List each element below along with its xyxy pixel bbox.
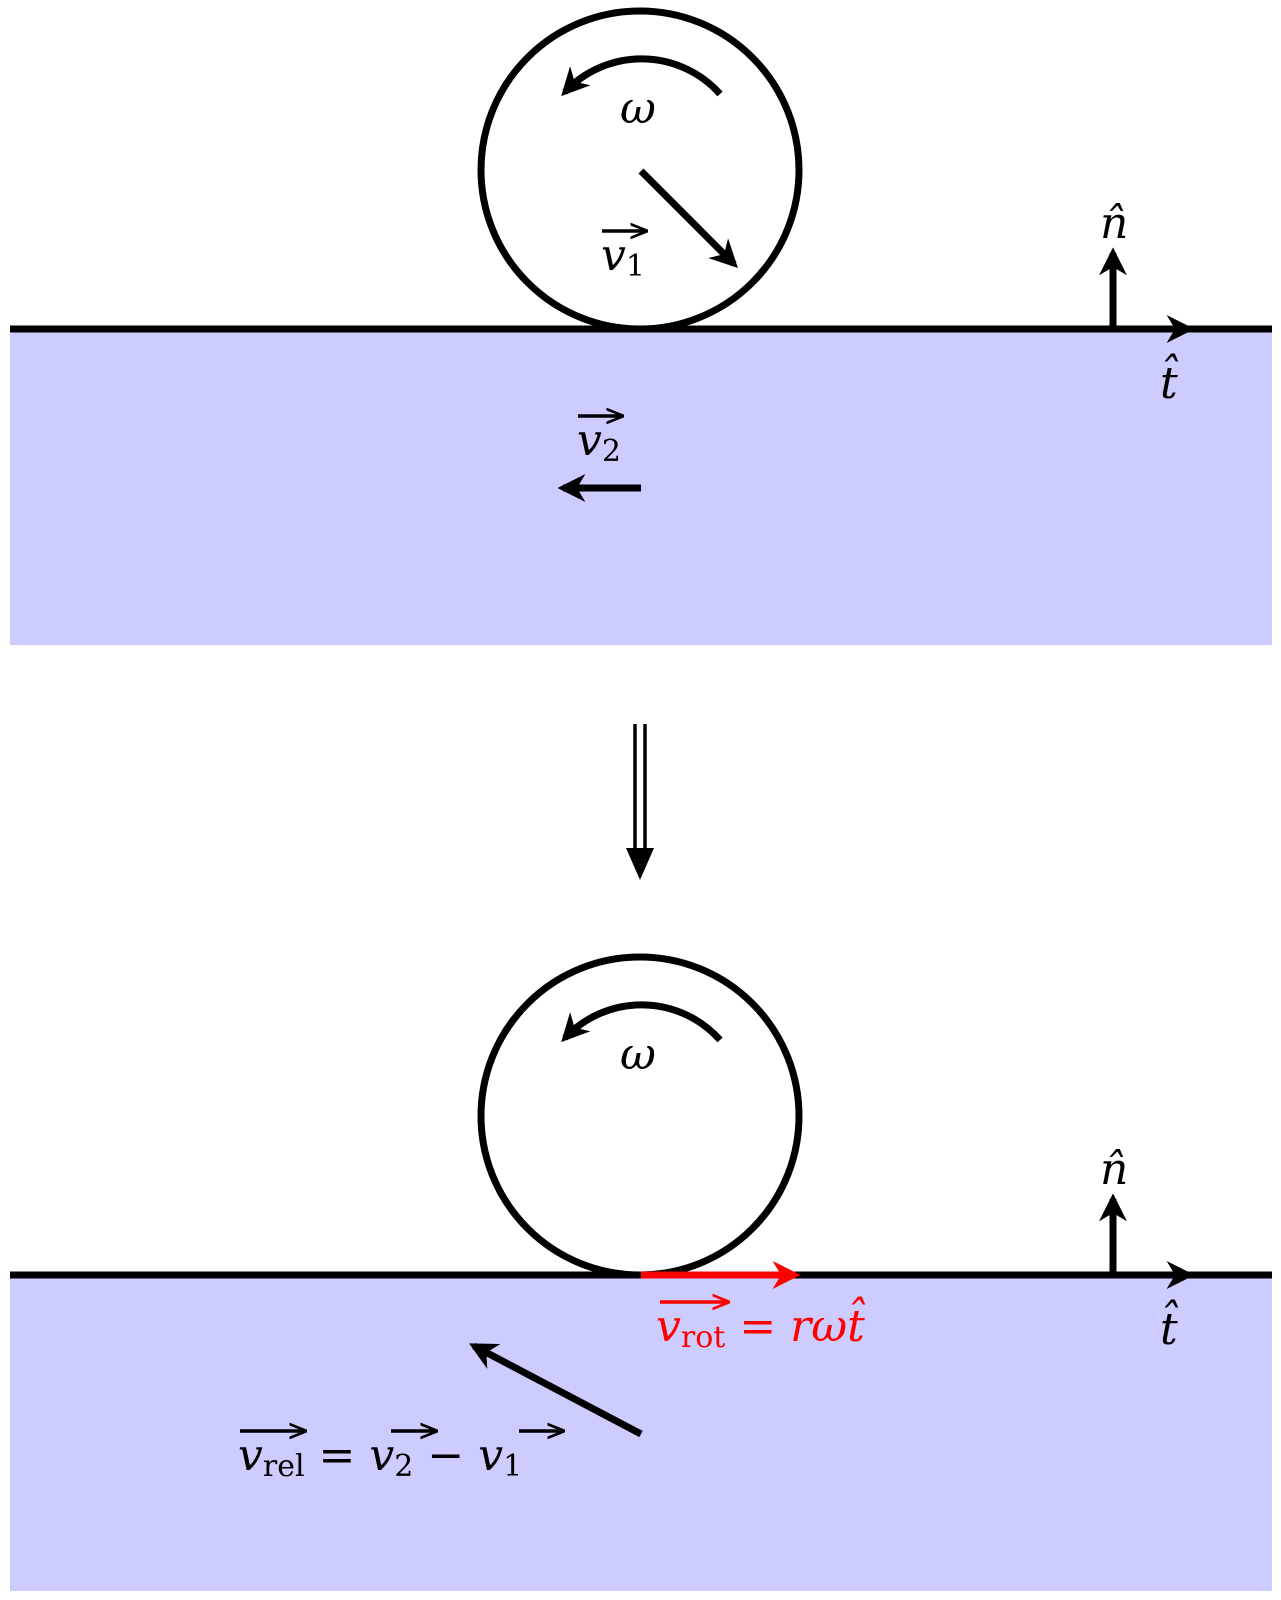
top-omega-arrow	[561, 55, 723, 97]
bottom-axes: n̂ t̂	[1099, 1144, 1195, 1355]
top-v1-arrow	[638, 168, 738, 268]
top-v1-label: v1	[601, 230, 645, 284]
bottom-omega-label: ω	[620, 1029, 656, 1080]
top-omega-label: ω	[620, 83, 656, 134]
top-panel: ω v1 v2 n̂ t̂	[10, 7, 1272, 645]
top-v2-label: v2	[577, 415, 621, 469]
vrel-label: vrel = v2 − v1	[238, 1430, 522, 1484]
bottom-n-label: n̂	[1100, 1144, 1128, 1195]
top-t-label: t̂	[1160, 351, 1178, 409]
bottom-omega-arrow	[561, 1001, 723, 1043]
top-n-label: n̂	[1100, 198, 1128, 249]
top-axes: n̂ t̂	[1099, 198, 1195, 409]
bottom-t-label: t̂	[1160, 1297, 1178, 1355]
implies-arrow	[626, 724, 654, 880]
bottom-ball	[477, 953, 803, 1279]
bottom-panel: ω vrot = rωt̂ vrel = v2 − v1 n̂ t̂	[10, 953, 1272, 1591]
vrel-equation: vrel = v2 − v1	[238, 1430, 563, 1484]
top-ball	[477, 7, 803, 333]
vrel-arrow	[469, 1342, 643, 1438]
vrot-label: vrot = rωt̂	[656, 1294, 866, 1355]
